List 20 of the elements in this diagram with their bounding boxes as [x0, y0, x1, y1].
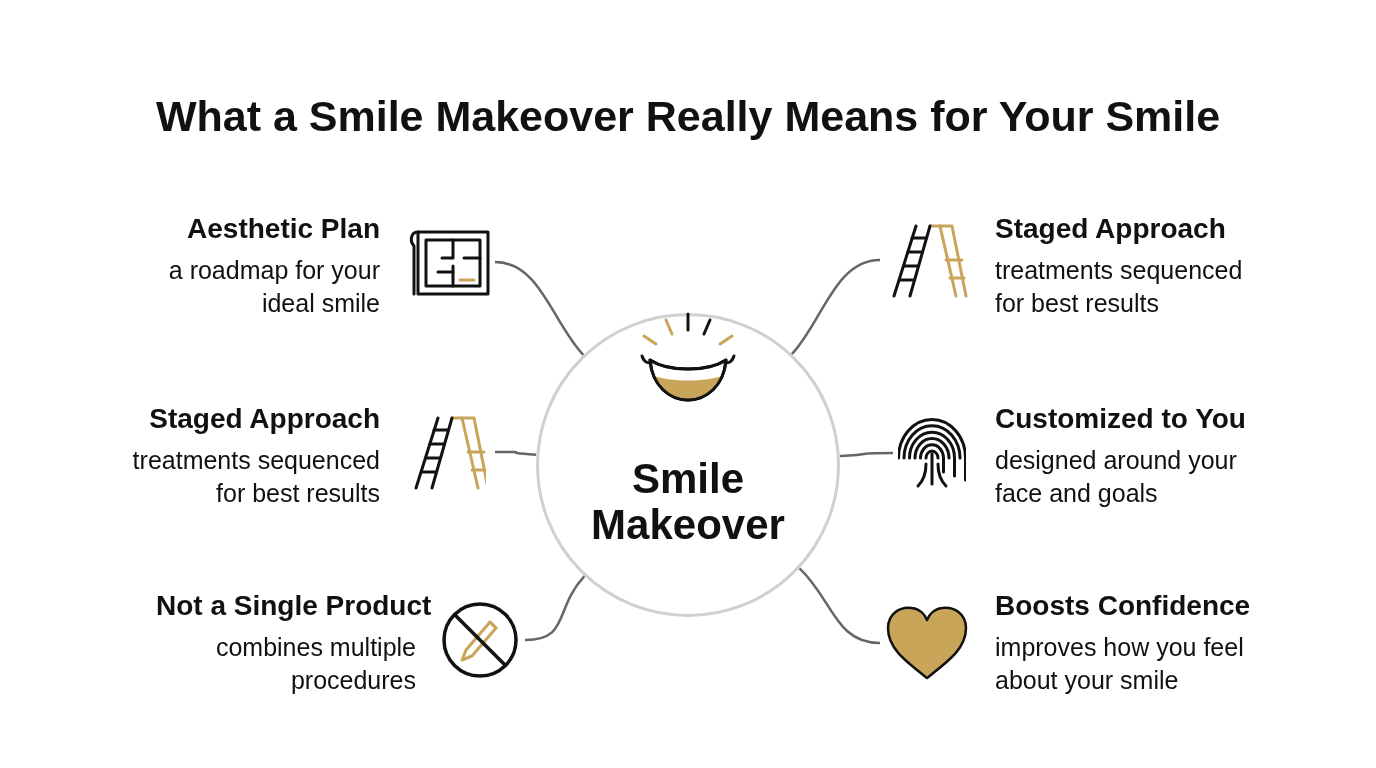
- item-heading: Boosts Confidence: [995, 589, 1251, 623]
- item-description: treatments sequenced for best results: [995, 255, 1244, 319]
- item-heading: Customized to You: [995, 402, 1246, 436]
- item-description: improves how you feel about your smile: [995, 632, 1245, 696]
- item-description: designed around your face and goals: [995, 445, 1238, 509]
- item-heading: Aesthetic Plan: [187, 212, 380, 246]
- connector-line: [524, 575, 586, 642]
- item-description: a roadmap for your ideal smile: [167, 255, 380, 319]
- item-heading: Staged Approach: [995, 212, 1226, 246]
- connector-line: [495, 450, 537, 457]
- connector-line: [790, 258, 881, 355]
- title: What a Smile Makeover Really Means for Your Smile: [154, 92, 1222, 141]
- connector-line: [494, 260, 585, 356]
- item-description: treatments sequenced for best results: [131, 445, 380, 509]
- connector-line: [798, 567, 881, 645]
- center-label: Smile Makeover: [590, 456, 786, 548]
- item-heading: Not a Single Product: [156, 589, 432, 623]
- connector-line: [839, 451, 893, 458]
- item-description: combines multiple procedures: [214, 632, 416, 696]
- item-heading: Staged Approach: [149, 402, 380, 436]
